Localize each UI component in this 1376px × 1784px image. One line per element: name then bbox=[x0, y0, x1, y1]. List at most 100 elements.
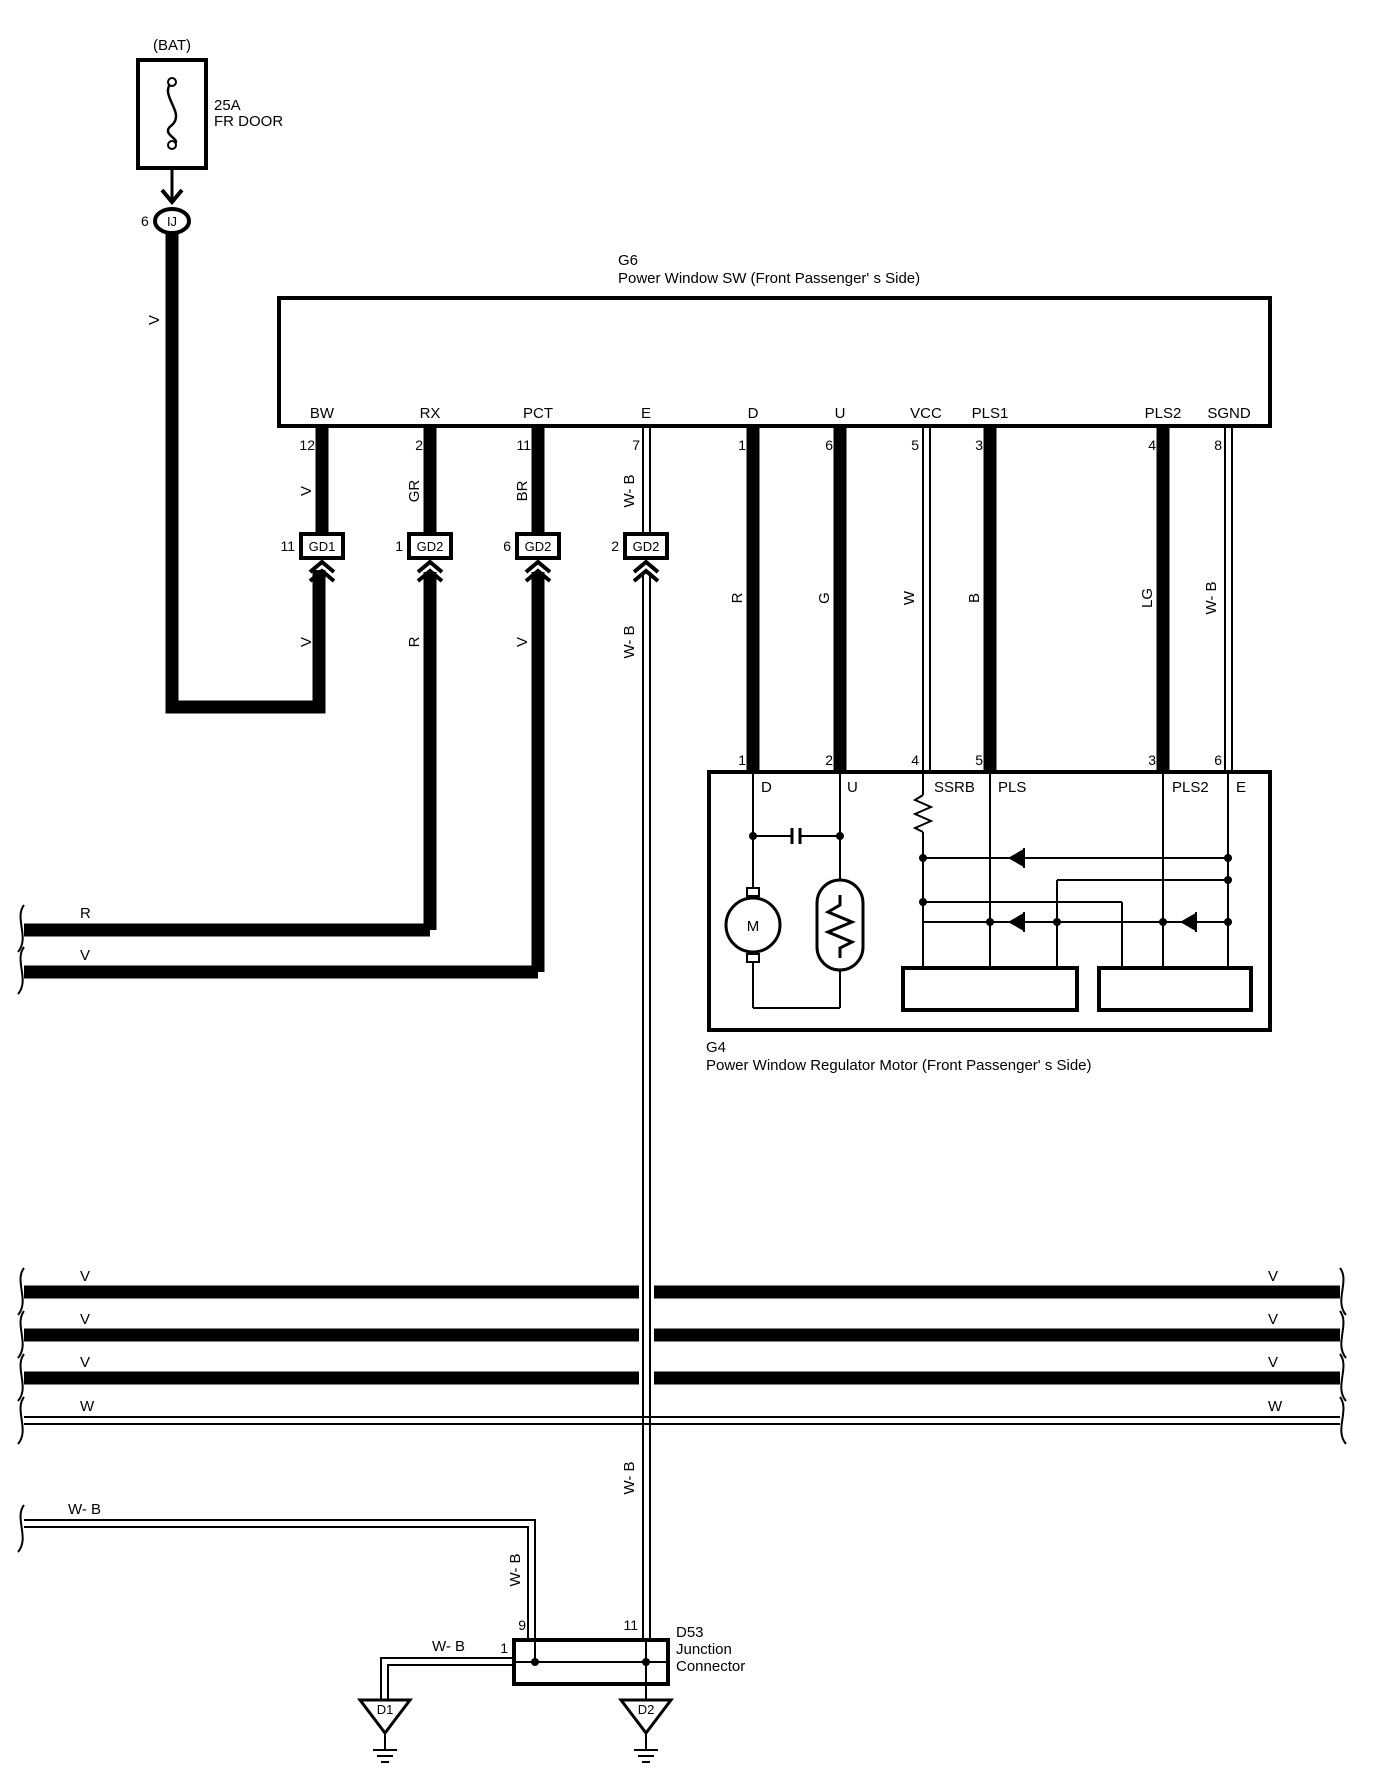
svg-text:6: 6 bbox=[1214, 752, 1222, 768]
svg-text:7: 7 bbox=[632, 437, 640, 453]
svg-text:D2: D2 bbox=[638, 1702, 655, 1717]
wire-d: R bbox=[729, 592, 746, 603]
sensor-block-1 bbox=[901, 966, 1079, 1012]
gd-connector-3: 6 GD2 bbox=[503, 532, 561, 560]
svg-text:1: 1 bbox=[395, 538, 403, 554]
ij-connector: 6 IJ bbox=[141, 207, 191, 235]
svg-text:V: V bbox=[1268, 1268, 1278, 1285]
gd-connector-2: 1 GD2 bbox=[395, 532, 453, 560]
fuse-box bbox=[136, 58, 208, 170]
wire-u: G bbox=[816, 592, 833, 604]
svg-text:4: 4 bbox=[911, 752, 919, 768]
svg-text:11: 11 bbox=[516, 437, 531, 453]
switch-box bbox=[277, 296, 1272, 428]
svg-text:D: D bbox=[761, 779, 772, 796]
svg-text:3: 3 bbox=[1148, 752, 1156, 768]
left-bus-v: V bbox=[80, 947, 90, 964]
terminal-sgnd: SGND bbox=[1207, 405, 1251, 422]
wire-bw-upper: V bbox=[298, 486, 315, 496]
ij-pin: 6 bbox=[141, 213, 149, 229]
svg-text:2: 2 bbox=[825, 752, 833, 768]
motor-id: G4 bbox=[706, 1039, 726, 1056]
wire-sgnd: W- B bbox=[1203, 581, 1220, 614]
fuse-name: FR DOOR bbox=[214, 113, 283, 130]
ground-icon: D1 bbox=[356, 1698, 414, 1763]
left-bus: R V bbox=[17, 904, 538, 995]
motor-box bbox=[707, 770, 1272, 1032]
junction-id: D53 bbox=[676, 1624, 704, 1641]
wire-pls2: LG bbox=[1139, 588, 1156, 608]
svg-text:6: 6 bbox=[503, 538, 511, 554]
svg-text:V: V bbox=[80, 1268, 90, 1285]
svg-text:U: U bbox=[847, 779, 858, 796]
svg-text:GD2: GD2 bbox=[417, 539, 444, 554]
bat-wire-color: V bbox=[146, 315, 163, 325]
wire-e-lower: W- B bbox=[621, 625, 638, 658]
svg-text:8: 8 bbox=[1214, 437, 1222, 453]
d1-wire: W- B bbox=[432, 1638, 465, 1655]
chevron-up-icon bbox=[308, 559, 660, 583]
svg-text:1: 1 bbox=[500, 1640, 508, 1656]
terminal-e: E bbox=[641, 405, 651, 422]
svg-text:GD1: GD1 bbox=[309, 539, 336, 554]
terminal-vcc: VCC bbox=[910, 405, 942, 422]
svg-text:1: 1 bbox=[738, 437, 746, 453]
gd-connector-1: 11 GD1 bbox=[280, 532, 345, 560]
sensor-block-2 bbox=[1097, 966, 1253, 1012]
wire-rx-upper: GR bbox=[406, 480, 423, 503]
svg-text:V: V bbox=[1268, 1311, 1278, 1328]
svg-text:11: 11 bbox=[623, 1617, 638, 1633]
svg-text:9: 9 bbox=[518, 1617, 526, 1633]
gd-connector-4: 2 GD2 bbox=[611, 532, 669, 560]
svg-text:5: 5 bbox=[975, 752, 983, 768]
terminal-u: U bbox=[835, 405, 846, 422]
svg-text:W: W bbox=[80, 1398, 95, 1415]
svg-text:W: W bbox=[1268, 1398, 1283, 1415]
terminal-pct: PCT bbox=[523, 405, 553, 422]
ground-section: W- B W- B 9 11 1 W- B D53 Junction Conne… bbox=[17, 1501, 745, 1763]
svg-text:PLS: PLS bbox=[998, 779, 1026, 796]
svg-text:5: 5 bbox=[911, 437, 919, 453]
ground-vert-wire: W- B bbox=[507, 1553, 524, 1586]
svg-text:E: E bbox=[1236, 779, 1246, 796]
wire-e-bottom: W- B bbox=[621, 1461, 638, 1494]
wire-e-upper: W- B bbox=[621, 474, 638, 507]
terminal-rx: RX bbox=[420, 405, 441, 422]
svg-text:D1: D1 bbox=[377, 1702, 394, 1717]
switch-id: G6 bbox=[618, 252, 638, 269]
svg-text:3: 3 bbox=[975, 437, 983, 453]
switch-g6: G6 Power Window SW (Front Passenger' s S… bbox=[277, 252, 1272, 428]
wire-rx-lower: R bbox=[406, 636, 423, 647]
ground-left-wire: W- B bbox=[68, 1501, 101, 1518]
terminal-d: D bbox=[748, 405, 759, 422]
svg-text:M: M bbox=[747, 918, 760, 935]
svg-text:Connector: Connector bbox=[676, 1658, 745, 1675]
left-bus-r: R bbox=[80, 905, 91, 922]
svg-text:V: V bbox=[80, 1311, 90, 1328]
svg-text:Junction: Junction bbox=[676, 1641, 732, 1658]
svg-text:2: 2 bbox=[415, 437, 423, 453]
fuse-block: (BAT) 25A FR DOOR bbox=[136, 37, 283, 170]
svg-text:1: 1 bbox=[738, 752, 746, 768]
main-bus: V V V W V V V W bbox=[17, 1267, 1347, 1445]
ground-icon: D2 bbox=[617, 1698, 675, 1763]
terminal-pls2: PLS2 bbox=[1145, 405, 1182, 422]
svg-text:V: V bbox=[80, 1354, 90, 1371]
ij-label: IJ bbox=[167, 214, 177, 229]
svg-text:12: 12 bbox=[299, 437, 315, 453]
svg-text:PLS2: PLS2 bbox=[1172, 779, 1209, 796]
fuse-rating: 25A bbox=[214, 97, 241, 114]
wire-pls1: B bbox=[966, 593, 983, 603]
motor-icon: M bbox=[724, 887, 782, 963]
switch-pins: 12 2 11 7 1 6 5 3 4 8 bbox=[299, 437, 1222, 453]
wire-pct-lower: V bbox=[514, 637, 531, 647]
motor-name: Power Window Regulator Motor (Front Pass… bbox=[706, 1057, 1092, 1074]
wire-pct-upper: BR bbox=[514, 480, 531, 501]
terminal-pls1: PLS1 bbox=[972, 405, 1009, 422]
motor-g4: 1 2 4 5 3 6 D U SSRB PLS PLS2 E bbox=[706, 752, 1272, 1074]
svg-text:6: 6 bbox=[825, 437, 833, 453]
fuse-icon bbox=[166, 81, 178, 147]
svg-text:V: V bbox=[1268, 1354, 1278, 1371]
fuse-source-label: (BAT) bbox=[153, 37, 191, 54]
